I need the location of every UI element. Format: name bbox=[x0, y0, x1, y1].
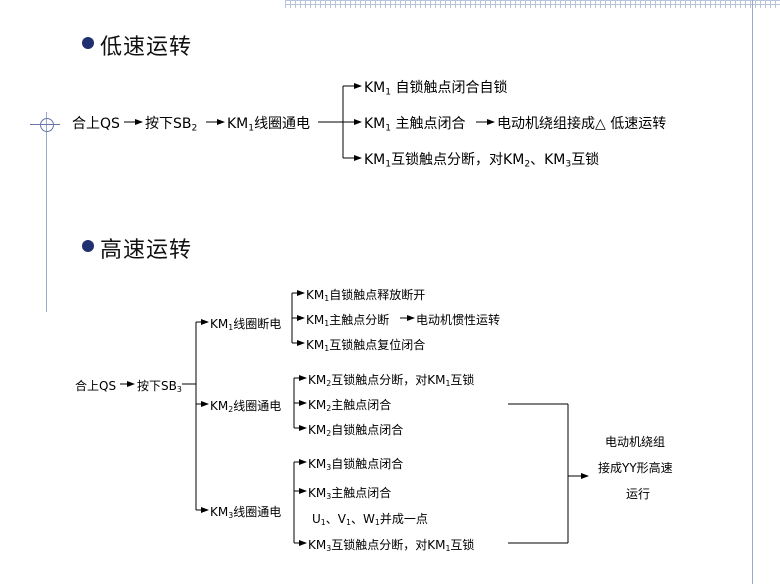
heading-low-speed: 低速运转 bbox=[100, 35, 193, 60]
km1-item-3: KM1互锁触点复位闭合 bbox=[306, 338, 426, 353]
km2-item-1: KM2互锁触点分断，对KM1互锁 bbox=[308, 373, 475, 388]
km2-coil-on: KM2线圈通电 bbox=[210, 399, 282, 414]
right-guide-line bbox=[752, 0, 753, 584]
km2-item-2: KM2主触点闭合 bbox=[308, 398, 392, 413]
high-close-qs: 合上QS bbox=[75, 379, 117, 393]
km3-coil-on: KM3线圈通电 bbox=[210, 505, 282, 520]
low-km1-coil: KM1线圈通电 bbox=[227, 116, 311, 134]
km1-item-1: KM1自锁触点释放断开 bbox=[306, 288, 426, 303]
low-branch-3: KM1互锁触点分断，对KM2、KM3互锁 bbox=[364, 152, 600, 170]
result-line-1: 电动机绕组 bbox=[605, 435, 666, 449]
result-line-2: 接成YY形高速 bbox=[598, 461, 673, 475]
km2-item-3: KM2自锁触点闭合 bbox=[308, 423, 404, 438]
low-branch-2: KM1 主触点闭合 bbox=[364, 116, 466, 134]
result-line-3: 运行 bbox=[626, 487, 651, 501]
low-branch-2-result: 电动机绕组接成△ 低速运转 bbox=[497, 116, 667, 132]
left-guide-line bbox=[46, 112, 47, 312]
low-branch-1: KM1 自锁触点闭合自锁 bbox=[364, 80, 508, 98]
bullet-icon bbox=[82, 240, 94, 252]
km3-item-3: U1、V1、W1并成一点 bbox=[312, 512, 428, 527]
low-close-qs: 合上QS bbox=[72, 116, 120, 132]
heading-high-speed: 高速运转 bbox=[100, 238, 193, 263]
km1-item-2: KM1主触点分断 bbox=[306, 313, 390, 328]
bullet-icon bbox=[82, 37, 94, 49]
low-press-sb2: 按下SB2 bbox=[145, 116, 198, 134]
km3-item-1: KM3自锁触点闭合 bbox=[308, 457, 404, 472]
km1-coil-off: KM1线圈断电 bbox=[210, 317, 282, 332]
high-press-sb3: 按下SB3 bbox=[137, 379, 182, 394]
km3-item-4: KM3互锁触点分断，对KM1互锁 bbox=[308, 538, 475, 553]
km1-item-2-result: 电动机惯性运转 bbox=[416, 313, 501, 327]
crosshair-circle-icon bbox=[40, 118, 54, 132]
km3-item-2: KM3主触点闭合 bbox=[308, 486, 392, 501]
header-grid-decoration bbox=[285, 0, 780, 8]
